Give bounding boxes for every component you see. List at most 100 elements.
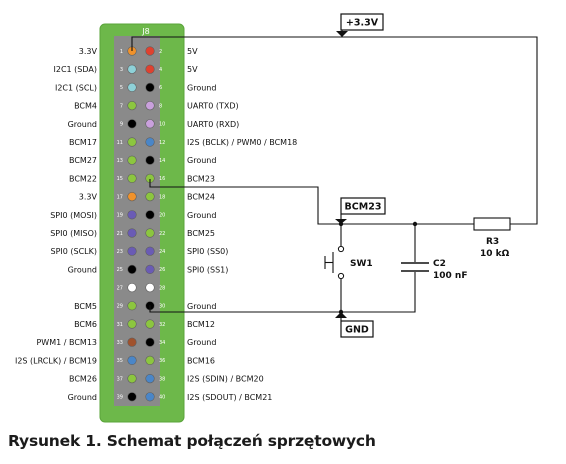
pin-19-dot <box>127 210 137 220</box>
pin-11-number: 11 <box>117 140 123 146</box>
pin-40-dot <box>145 392 155 402</box>
pin-18-label: BCM24 <box>187 193 215 202</box>
wire-gnd <box>149 278 342 313</box>
pin-37-dot <box>127 374 137 384</box>
pin-40-number: 40 <box>159 395 165 401</box>
pin-26-dot <box>145 264 155 275</box>
pin-12-label: I2S (BCLK) / PWM0 / BCM18 <box>187 138 297 147</box>
net-label-vcc: +3.3V <box>346 18 379 29</box>
pin-39-number: 39 <box>117 395 123 401</box>
pin-9-label: Ground <box>68 120 97 129</box>
pin-18-number: 18 <box>159 194 165 200</box>
net-tag-vcc: +3.3V <box>336 13 384 37</box>
pin-6-number: 6 <box>159 85 162 91</box>
pin-6-label: Ground <box>187 83 216 92</box>
pin-4-number: 4 <box>159 67 162 73</box>
pin-31-label: BCM6 <box>74 320 97 329</box>
pin-25-number: 25 <box>117 267 123 273</box>
pin-14-number: 14 <box>159 158 165 164</box>
pin-2-dot <box>145 46 155 56</box>
pin-23-number: 23 <box>117 249 123 255</box>
pin-16-number: 16 <box>159 176 165 182</box>
pin-8-dot <box>145 100 155 111</box>
pin-38-dot <box>145 374 155 384</box>
pin-1-label: 3.3V <box>79 47 98 56</box>
pin-35-label: I2S (LRCLK) / BCM19 <box>15 356 97 365</box>
pin-19-label: SPI0 (MOSI) <box>50 211 97 220</box>
pin-24-number: 24 <box>159 249 165 255</box>
pin-27-dot <box>127 283 137 293</box>
net-label-bcm23: BCM23 <box>345 202 382 213</box>
pin-34-number: 34 <box>159 340 165 346</box>
pin-5-dot <box>127 82 137 92</box>
pin-22-label: BCM25 <box>187 229 215 238</box>
pin-36-number: 36 <box>159 358 165 364</box>
pin-32-number: 32 <box>159 322 165 328</box>
capacitor-c2 <box>401 262 429 272</box>
pin-29-number: 29 <box>117 304 123 310</box>
pin-37-number: 37 <box>117 376 123 382</box>
net-tag-gnd: GND <box>335 312 374 338</box>
pin-17-number: 17 <box>117 194 123 200</box>
pin-16-label: BCM23 <box>187 174 215 183</box>
pin-23-dot <box>127 246 137 256</box>
resistor-name: R3 <box>486 237 499 247</box>
pin-34-dot <box>145 337 155 347</box>
pin-19-number: 19 <box>117 213 123 219</box>
pin-3-label: I2C1 (SDA) <box>54 65 97 74</box>
pin-12-dot <box>145 137 155 147</box>
resistor-r3 <box>473 217 511 231</box>
pin-25-dot <box>127 264 137 275</box>
wire-cap-bottom <box>341 272 416 313</box>
pin-7-number: 7 <box>120 103 123 109</box>
pin-6-dot <box>145 82 155 92</box>
pin-29-dot <box>127 301 137 311</box>
pin-39-dot <box>127 392 137 402</box>
net-tag-bcm23: BCM23 <box>335 197 386 224</box>
net-label-gnd: GND <box>345 325 369 336</box>
pin-31-number: 31 <box>117 322 123 328</box>
pin-27-number: 27 <box>117 285 123 291</box>
pin-15-label: BCM22 <box>69 174 97 183</box>
pin-9-number: 9 <box>120 122 123 128</box>
pin-20-dot <box>145 210 155 220</box>
pin-24-dot <box>145 246 155 256</box>
pin-13-dot <box>127 155 137 165</box>
pin-5-number: 5 <box>120 85 123 91</box>
pin-26-number: 26 <box>159 267 165 273</box>
pin-37-label: BCM26 <box>69 375 97 384</box>
pin-7-dot <box>127 100 137 111</box>
pin-24-label: SPI0 (SS0) <box>187 247 228 256</box>
pin-11-label: BCM17 <box>69 138 97 147</box>
pin-2-number: 2 <box>159 49 162 55</box>
pin-13-number: 13 <box>117 158 123 164</box>
pin-17-label: 3.3V <box>79 193 98 202</box>
pin-20-label: Ground <box>187 211 216 220</box>
capacitor-name: C2 <box>433 259 446 269</box>
pin-30-number: 30 <box>159 304 165 310</box>
pin-35-dot <box>127 355 137 366</box>
pin-38-label: I2S (SDIN) / BCM20 <box>187 375 264 384</box>
pin-9-dot <box>127 119 137 129</box>
pin-4-label: 5V <box>187 65 198 74</box>
pin-32-label: BCM12 <box>187 320 215 329</box>
pin-10-label: UART0 (RXD) <box>187 120 239 129</box>
pin-18-dot <box>145 192 155 202</box>
resistor-value: 10 kΩ <box>480 249 510 259</box>
pin-10-number: 10 <box>159 122 165 128</box>
pin-31-dot <box>127 319 137 329</box>
pin-23-label: SPI0 (SCLK) <box>50 247 97 256</box>
pin-22-number: 22 <box>159 231 165 237</box>
pin-22-dot <box>145 228 155 238</box>
pin-36-dot <box>145 355 155 366</box>
pin-36-label: BCM16 <box>187 356 215 365</box>
pin-38-number: 38 <box>159 376 165 382</box>
pin-26-label: SPI0 (SS1) <box>187 265 228 274</box>
figure-caption: Rysunek 1. Schemat połączeń sprzętowych <box>8 432 376 450</box>
pin-2-label: 5V <box>187 47 198 56</box>
junction-dot <box>412 221 418 227</box>
pin-32-dot <box>145 319 155 329</box>
capacitor-value: 100 nF <box>433 271 467 281</box>
